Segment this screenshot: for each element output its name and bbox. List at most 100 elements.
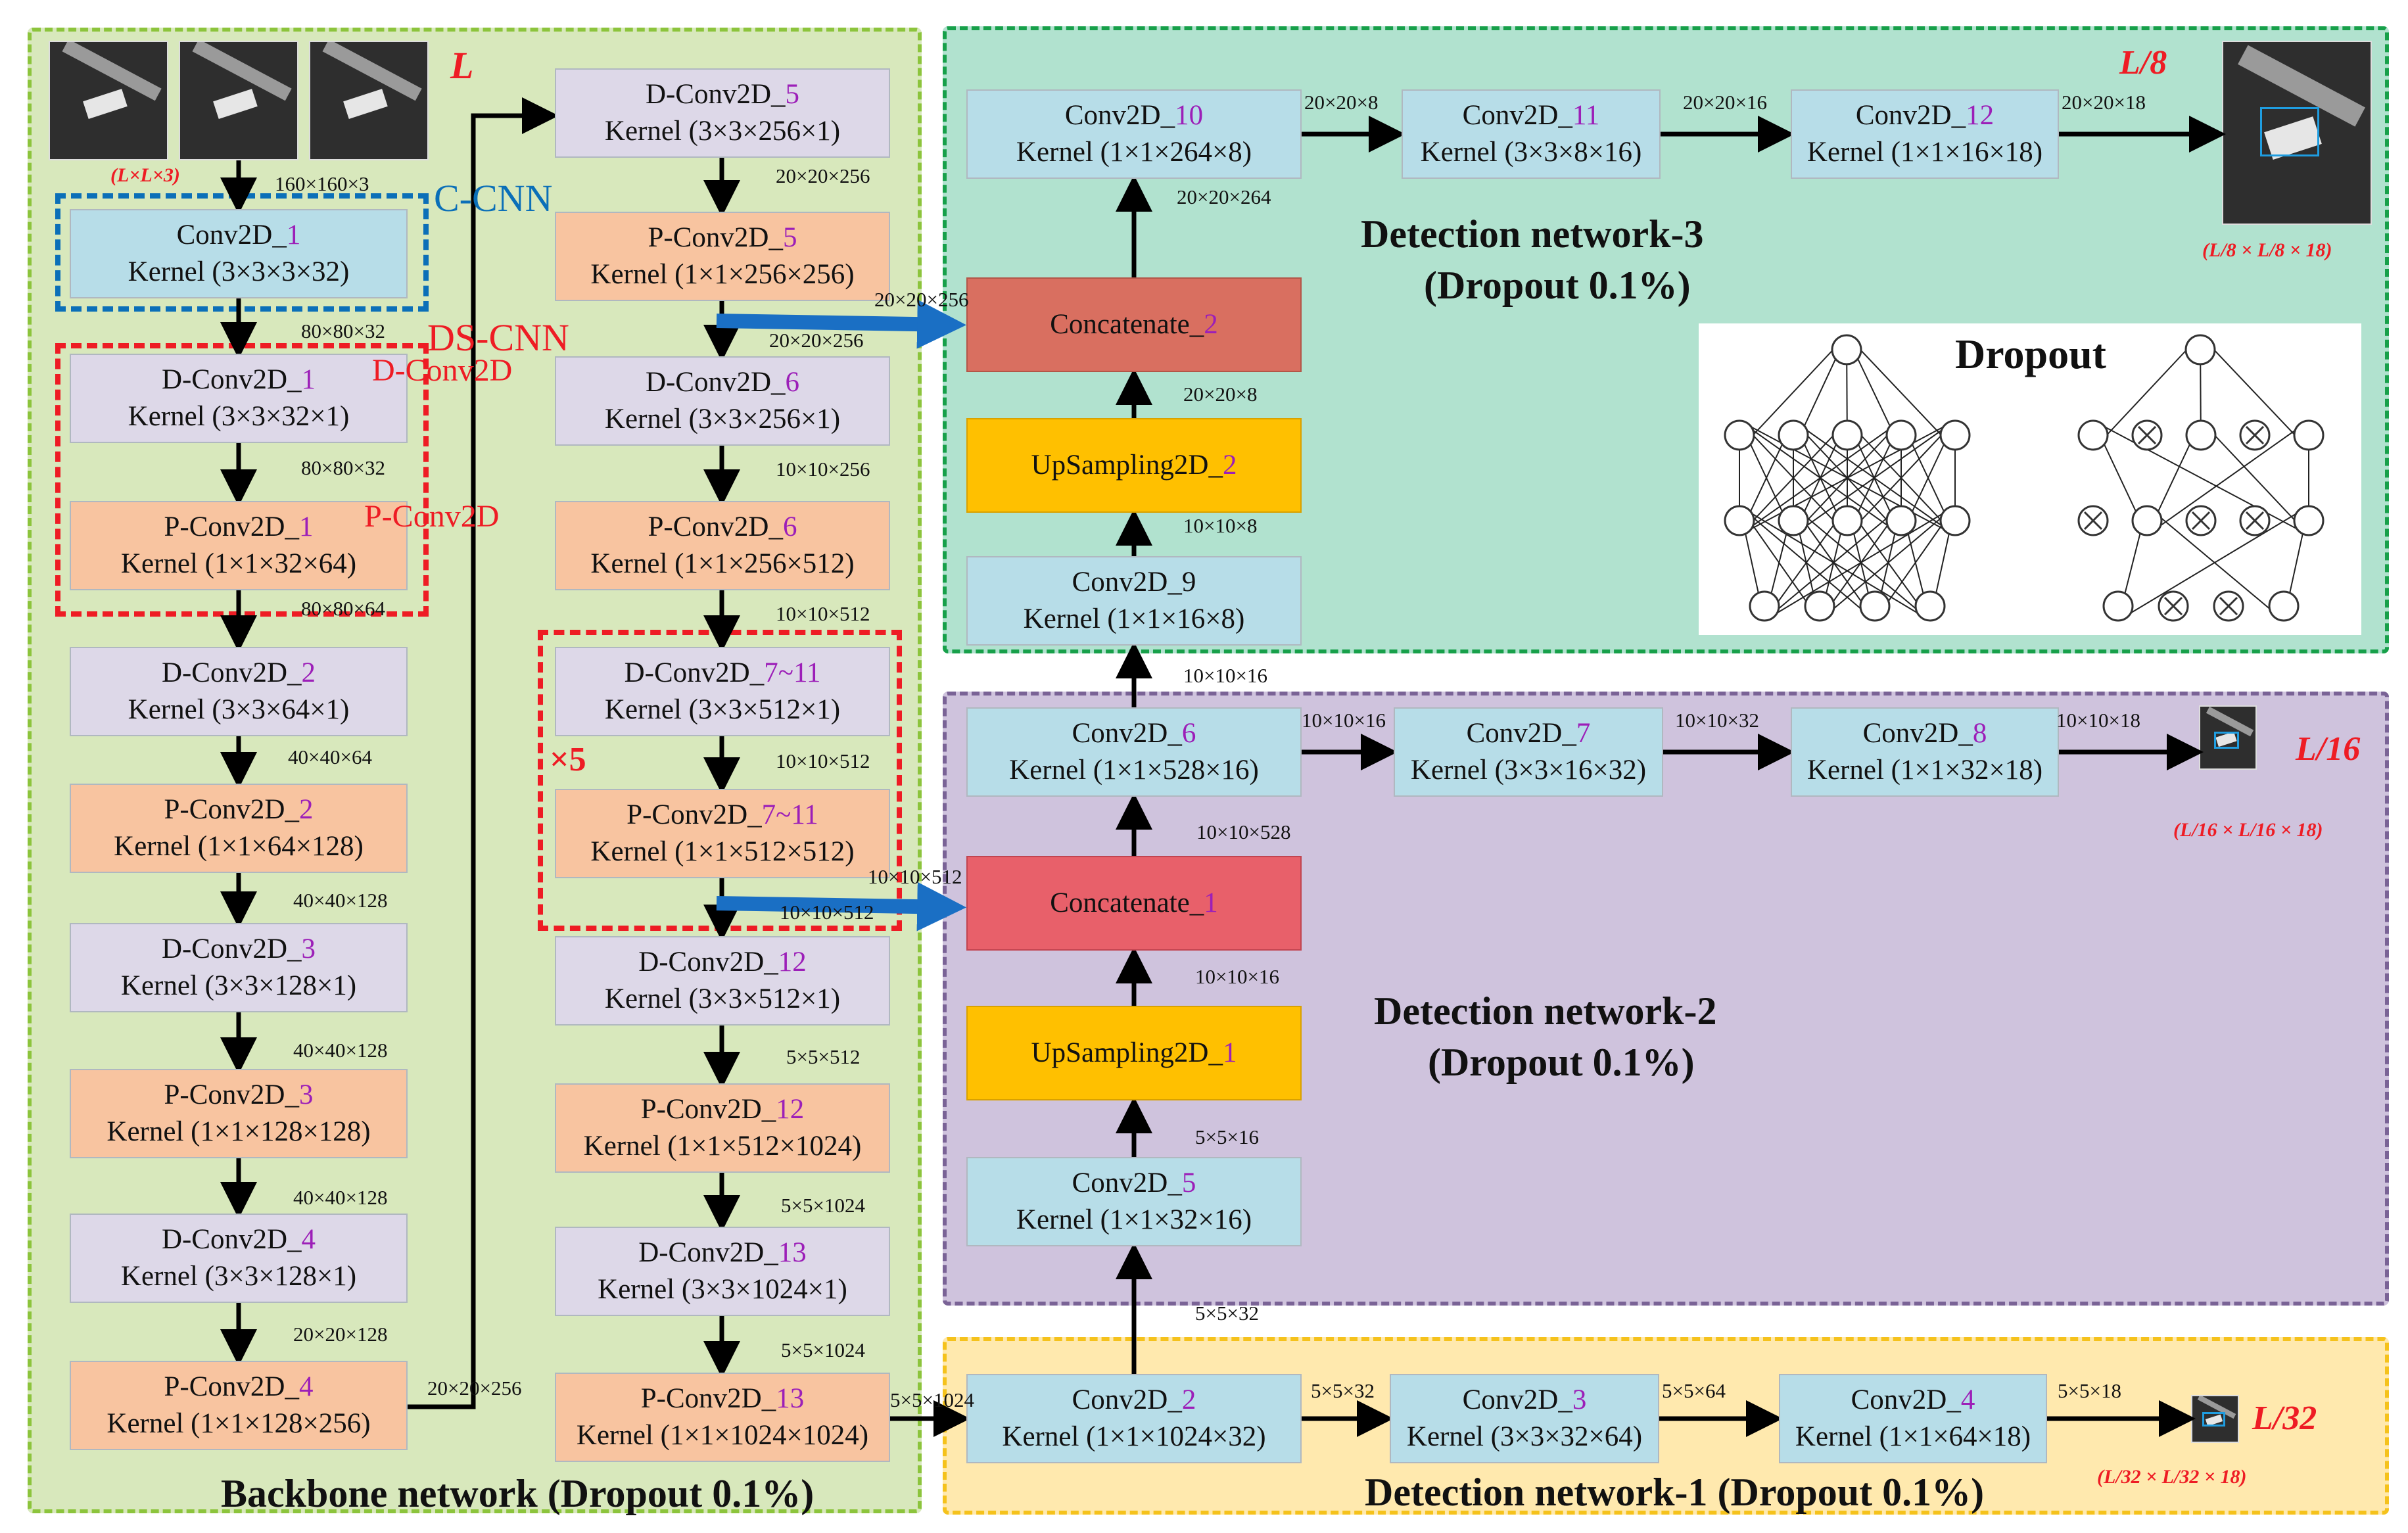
output-image-l8 <box>2222 41 2372 225</box>
backbone-right-layer-8-kernel: Kernel (3×3×1024×1) <box>598 1274 847 1305</box>
det3-layer-1-layer-name: Conv2D_ <box>1462 100 1572 131</box>
backbone-right-dims-5: 10×10×512 <box>780 901 874 924</box>
dropout-net-node-h1-4 <box>2293 419 2325 451</box>
backbone-right-layer-7-layer-name: P-Conv2D_ <box>640 1094 776 1125</box>
backbone-right-dims-0: 20×20×256 <box>776 164 870 187</box>
det1-layer-2-kernel: Kernel (1×1×64×18) <box>1795 1421 2031 1452</box>
backbone-left-dims-1: 80×80×32 <box>301 319 385 342</box>
backbone-title: Backbone network (Dropout 0.1%) <box>221 1472 814 1515</box>
det2-layer-5-layer-index: 5 <box>1181 1167 1196 1199</box>
det2-layer-3: Concatenate_1 <box>966 856 1302 951</box>
backbone-left-dims-6: 40×40×128 <box>293 1039 388 1062</box>
full-net-node-h2-2 <box>1831 505 1863 536</box>
backbone-left-layer-4-kernel: Kernel (1×1×64×128) <box>114 831 364 862</box>
det1-layer-0-kernel: Kernel (1×1×1024×32) <box>1002 1421 1266 1452</box>
full-net-node-h2-3 <box>1885 505 1917 536</box>
det3-dims-2: 20×20×18 <box>2062 91 2146 114</box>
full-net-e-h-4-2 <box>1847 420 1956 536</box>
backbone-left-dims-4: 40×40×64 <box>288 745 372 768</box>
det2-dims-0: 10×10×16 <box>1302 709 1386 732</box>
det2-layer-4-layer-index: 1 <box>1222 1037 1237 1069</box>
backbone-right-layer-5-layer-index: 7~11 <box>761 799 818 831</box>
det3-title: Detection network-3 <box>1361 212 1704 256</box>
det1-layer-0-layer-index: 2 <box>1181 1384 1196 1416</box>
det2-layer-1-kernel: Kernel (3×3×16×32) <box>1410 755 1647 786</box>
backbone-right-dims-1: 20×20×256 <box>769 329 864 352</box>
out-l16: (L/16 × L/16 × 18) <box>2173 819 2323 841</box>
input-image-1 <box>49 41 168 160</box>
det2-layer-2-layer-name: Conv2D_ <box>1862 718 1973 749</box>
det3-layer-4: UpSampling2D_2 <box>966 418 1302 513</box>
full-net-node-h1-0 <box>1724 419 1755 451</box>
backbone-right-dims-2: 10×10×256 <box>776 458 870 481</box>
det2-subtitle: (Dropout 0.1%) <box>1428 1041 1695 1084</box>
full-net-e-h-4-0 <box>1739 420 1956 536</box>
dropout-net-node-h2-1 <box>2131 505 2163 536</box>
det2-layer-5-layer-name: Conv2D_ <box>1072 1167 1182 1199</box>
full-net-e-h-4-1 <box>1793 420 1956 536</box>
arrow-bridge <box>408 97 559 1409</box>
scale-l8: L/8 <box>2119 44 2167 82</box>
dropout-title: Dropout <box>1955 331 2106 377</box>
backbone-right-layer-1-layer-name: P-Conv2D_ <box>648 222 783 254</box>
backbone-right-layer-1-layer-index: 5 <box>782 222 797 254</box>
det3-layer-0-layer-name: Conv2D_ <box>1064 100 1175 131</box>
backbone-left-dims-2: 80×80×32 <box>301 456 385 479</box>
det3-layer-0-layer-index: 10 <box>1175 100 1204 131</box>
dropout-net-e-h-1-1 <box>2200 420 2309 536</box>
input-image-2 <box>179 41 298 160</box>
backbone-right-layer-4-layer-name: D-Conv2D_ <box>624 657 765 689</box>
repeat-label: ×5 <box>550 741 586 778</box>
det3-layer-3-layer-name: Concatenate_ <box>1050 309 1204 341</box>
backbone-left-layer-0-layer-name: Conv2D_ <box>176 220 287 251</box>
backbone-left-layer-0-kernel: Kernel (3×3×3×32) <box>128 256 350 287</box>
det1-title: Detection network-1 (Dropout 0.1%) <box>1365 1471 1985 1514</box>
backbone-right-layer-5-kernel: Kernel (1×1×512×512) <box>590 836 855 867</box>
backbone-right-layer-4-kernel: Kernel (3×3×512×1) <box>604 694 841 725</box>
dropout-net-e-h-0-2 <box>2146 420 2309 536</box>
dropout-net-e-i-1-0 <box>2146 506 2284 621</box>
backbone-left-layer-4-layer-index: 2 <box>298 794 314 826</box>
out-l32: (L/32 × L/32 × 18) <box>2097 1466 2247 1488</box>
backbone-left-layer-7-kernel: Kernel (3×3×128×1) <box>120 1261 357 1292</box>
backbone-right-layer-0-layer-index: 5 <box>785 79 800 110</box>
full-net-e-h-3-0 <box>1739 420 1902 536</box>
det2-dims-6: 5×5×16 <box>1195 1125 1259 1148</box>
det3-dims-1: 20×20×16 <box>1683 91 1767 114</box>
backbone-right-layer-9-layer-index: 13 <box>776 1383 805 1415</box>
det3-layer-3: Concatenate_2 <box>966 277 1302 372</box>
det1-dims-3: 5×5×18 <box>2058 1379 2121 1402</box>
det1-layer-1-layer-index: 3 <box>1572 1384 1587 1416</box>
dropout-net-node-in-2-x1 <box>2219 596 2238 616</box>
det1-layer-0-layer-name: Conv2D_ <box>1072 1384 1182 1416</box>
det3-layer-2-layer-index: 12 <box>1966 100 1995 131</box>
backbone-right-layer-0-kernel: Kernel (3×3×256×1) <box>604 116 841 147</box>
backbone-left-dims-7: 40×40×128 <box>293 1186 388 1209</box>
full-net-node-h1-4 <box>1939 419 1971 451</box>
input-size-label: L <box>450 44 474 87</box>
backbone-left-dims-0: 160×160×3 <box>275 172 369 195</box>
full-net-node-h1-3 <box>1885 419 1917 451</box>
backbone-bridge-dim: 20×20×256 <box>427 1377 522 1400</box>
backbone-right-layer-6-layer-index: 12 <box>778 947 807 978</box>
backbone-right-layer-5-layer-name: P-Conv2D_ <box>626 799 762 831</box>
backbone-left-layer-8-layer-index: 4 <box>298 1371 314 1403</box>
det2-dims-5: 10×10×16 <box>1195 965 1279 988</box>
dropout-net-node-h2-4 <box>2293 505 2325 536</box>
det3-layer-5-layer-name: Conv2D_9 <box>1072 567 1196 598</box>
dropout-net-node-in-1-x1 <box>2163 596 2183 616</box>
backbone-right-layer-8-layer-name: D-Conv2D_ <box>638 1237 778 1269</box>
